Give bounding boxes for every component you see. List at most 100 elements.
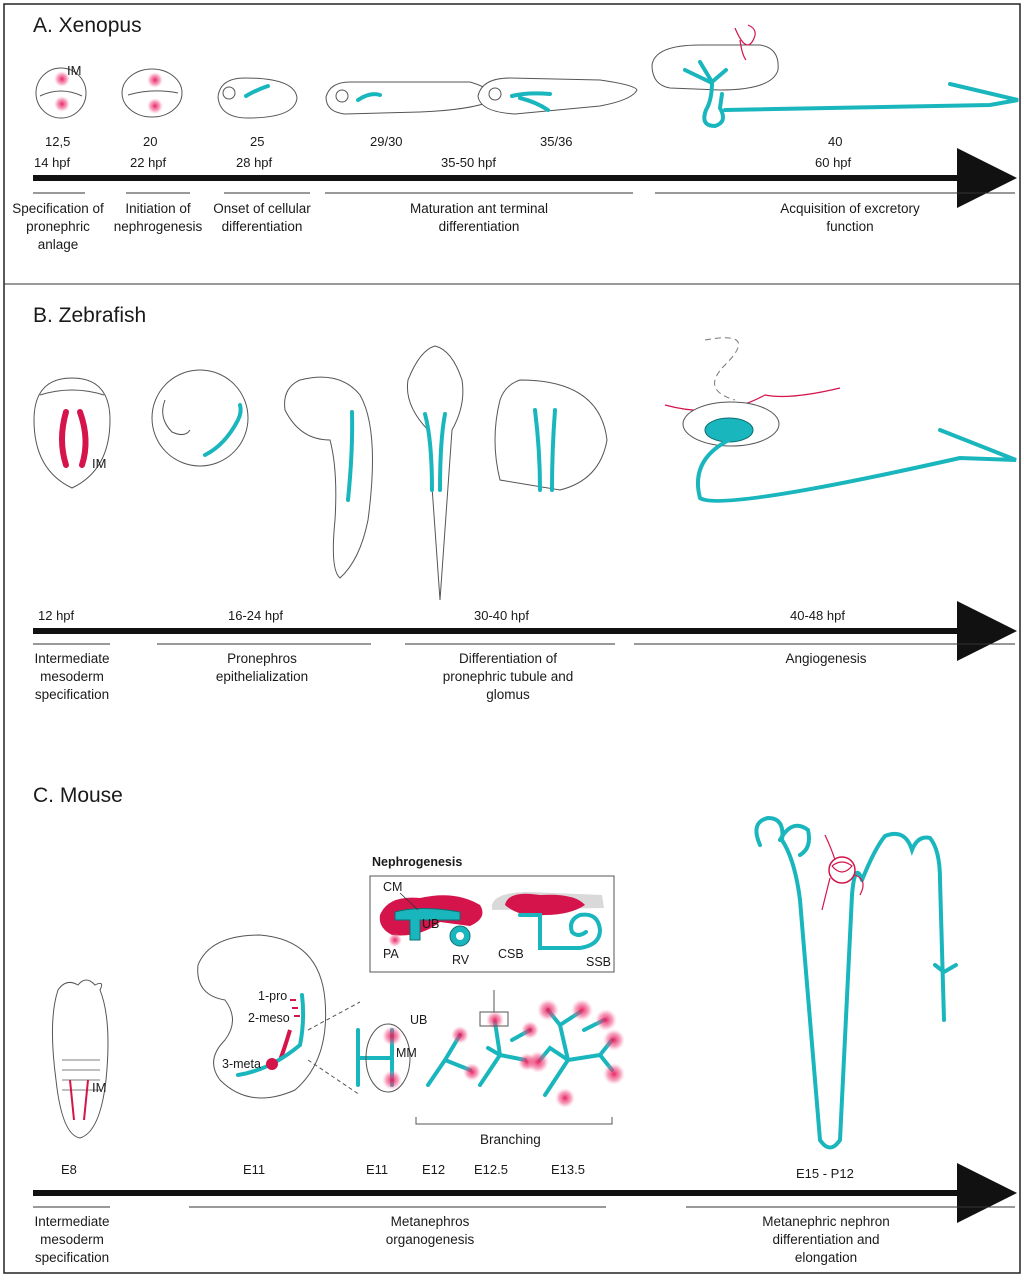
svg-text:Intermediate: Intermediate (34, 1214, 109, 1229)
zebrafish-larva-40hpf-detail (494, 379, 608, 492)
panel-title-zebrafish: B. Zebrafish (33, 304, 146, 327)
svg-text:Specification of: Specification of (12, 201, 104, 216)
zebrafish-phase-1: Pronephros epithelialization (216, 651, 308, 684)
svg-text:pronephric: pronephric (26, 219, 90, 234)
mouse-embryo-e8: IM (51, 979, 109, 1139)
svg-text:mesoderm: mesoderm (40, 1232, 104, 1247)
panel-title-xenopus: A. Xenopus (33, 14, 142, 37)
svg-text:anlage: anlage (38, 237, 79, 252)
svg-text:Maturation ant terminal: Maturation ant terminal (410, 201, 548, 216)
xenopus-stage-3: 29/30 (370, 134, 403, 149)
zebrafish-embryo-16-24hpf (151, 369, 249, 467)
zebrafish-hpf-1: 16-24 hpf (228, 608, 283, 623)
xenopus-embryo-12-5: IM (35, 63, 87, 119)
mouse-ureteric-bud-e11: UB MM (356, 1013, 427, 1093)
svg-text:specification: specification (35, 1250, 109, 1265)
svg-text:Metanephric nephron: Metanephric nephron (762, 1214, 890, 1229)
xenopus-tadpole-29-30 (325, 81, 494, 115)
neph-label-rv: RV (452, 953, 470, 967)
svg-text:differentiation: differentiation (222, 219, 303, 234)
svg-text:Differentiation of: Differentiation of (459, 651, 557, 666)
mouse-metanephric-nephron (754, 815, 958, 1150)
mouse-stage-0: E8 (61, 1162, 77, 1177)
mouse-phase-2: Metanephric nephron differentiation and … (762, 1214, 890, 1265)
svg-text:mesoderm: mesoderm (40, 669, 104, 684)
mouse-stage-4: E12.5 (474, 1162, 508, 1177)
nephrogenesis-inset: Nephrogenesis CM UB PA RV CSB SSB (369, 855, 615, 973)
mouse-phase-0: Intermediate mesoderm specification (34, 1214, 109, 1265)
zebrafish-phase-2: Differentiation of pronephric tubule and… (443, 651, 574, 702)
bud-label-mm: MM (396, 1046, 417, 1060)
branching-bracket (415, 1117, 613, 1125)
xenopus-stage-5: 40 (828, 134, 842, 149)
svg-text:specification: specification (35, 687, 109, 702)
neph-label-ub: UB (422, 917, 439, 931)
mouse-stage-1: E11 (243, 1162, 265, 1177)
svg-text:differentiation and: differentiation and (772, 1232, 879, 1247)
zebrafish-pronephros-48hpf (664, 337, 1017, 503)
svg-text:Initiation of: Initiation of (125, 201, 191, 216)
zebrafish-embryo-24hpf (284, 376, 373, 579)
xenopus-hpf-0: 14 hpf (34, 155, 71, 170)
svg-text:differentiation: differentiation (439, 219, 520, 234)
panel-zebrafish: B. Zebrafish IM (33, 304, 1017, 702)
mouse-ureteric-bud-e13-5 (527, 999, 625, 1108)
svg-text:elongation: elongation (795, 1250, 857, 1265)
embryo-label-meta: 3-meta (222, 1057, 261, 1071)
svg-text:Onset of cellular: Onset of cellular (213, 201, 311, 216)
xenopus-phase-3: Maturation ant terminal differentiation (410, 201, 548, 234)
xenopus-embryo-25 (217, 77, 298, 119)
xenopus-embryo-20 (121, 68, 183, 118)
xenopus-hpf-4: 60 hpf (815, 155, 852, 170)
mouse-stage-6: E15 - P12 (796, 1166, 854, 1181)
zebrafish-hpf-0: 12 hpf (38, 608, 75, 623)
zebrafish-larva-30hpf (406, 345, 464, 601)
embryo-label-pro: 1-pro (258, 989, 287, 1003)
bud-label-ub: UB (410, 1013, 427, 1027)
svg-text:nephrogenesis: nephrogenesis (114, 219, 203, 234)
xenopus-stage-0: 12,5 (45, 134, 70, 149)
im-label-mouse: IM (92, 1080, 106, 1095)
svg-text:Angiogenesis: Angiogenesis (785, 651, 866, 666)
xenopus-pronephros-40 (651, 24, 1019, 129)
nephrogenesis-title: Nephrogenesis (372, 855, 462, 869)
svg-text:Intermediate: Intermediate (34, 651, 109, 666)
xenopus-hpf-2: 28 hpf (236, 155, 273, 170)
embryo-label-meso: 2-meso (248, 1011, 290, 1025)
neph-label-cm: CM (383, 880, 402, 894)
mouse-stage-2: E11 (366, 1162, 388, 1177)
mouse-embryo-e11: 1-pro 2-meso 3-meta (197, 934, 361, 1099)
xenopus-hpf-1: 22 hpf (130, 155, 167, 170)
mouse-stage-5: E13.5 (551, 1162, 585, 1177)
zebrafish-embryo-12hpf: IM (33, 377, 111, 489)
svg-text:Pronephros: Pronephros (227, 651, 297, 666)
svg-text:glomus: glomus (486, 687, 530, 702)
zebrafish-hpf-3: 40-48 hpf (790, 608, 845, 623)
xenopus-tadpole-35-36 (477, 77, 638, 115)
panel-mouse: C. Mouse IM 1-pro 2-meso 3-meta UB (33, 784, 1017, 1265)
panel-xenopus: A. Xenopus IM (12, 14, 1019, 252)
im-label-zebrafish: IM (92, 456, 106, 471)
svg-text:Metanephros: Metanephros (391, 1214, 470, 1229)
figure-border (3, 3, 1021, 1274)
panel-title-mouse: C. Mouse (33, 784, 123, 807)
svg-text:organogenesis: organogenesis (386, 1232, 475, 1247)
svg-text:Acquisition of excretory: Acquisition of excretory (780, 201, 920, 216)
zebrafish-phase-0: Intermediate mesoderm specification (34, 651, 109, 702)
xenopus-phase-2: Onset of cellular differentiation (213, 201, 311, 234)
svg-text:epithelialization: epithelialization (216, 669, 308, 684)
mouse-stage-3: E12 (422, 1162, 445, 1177)
xenopus-phase-0: Specification of pronephric anlage (12, 201, 104, 252)
xenopus-stage-2: 25 (250, 134, 264, 149)
zebrafish-hpf-2: 30-40 hpf (474, 608, 529, 623)
neph-label-ssb: SSB (586, 955, 611, 969)
neph-label-pa: PA (383, 947, 399, 961)
svg-text:function: function (826, 219, 873, 234)
neph-label-csb: CSB (498, 947, 524, 961)
xenopus-phase-4: Acquisition of excretory function (780, 201, 920, 234)
branching-label: Branching (480, 1132, 541, 1147)
xenopus-stage-4: 35/36 (540, 134, 573, 149)
im-label-xenopus: IM (67, 63, 81, 78)
xenopus-hpf-3: 35-50 hpf (441, 155, 496, 170)
